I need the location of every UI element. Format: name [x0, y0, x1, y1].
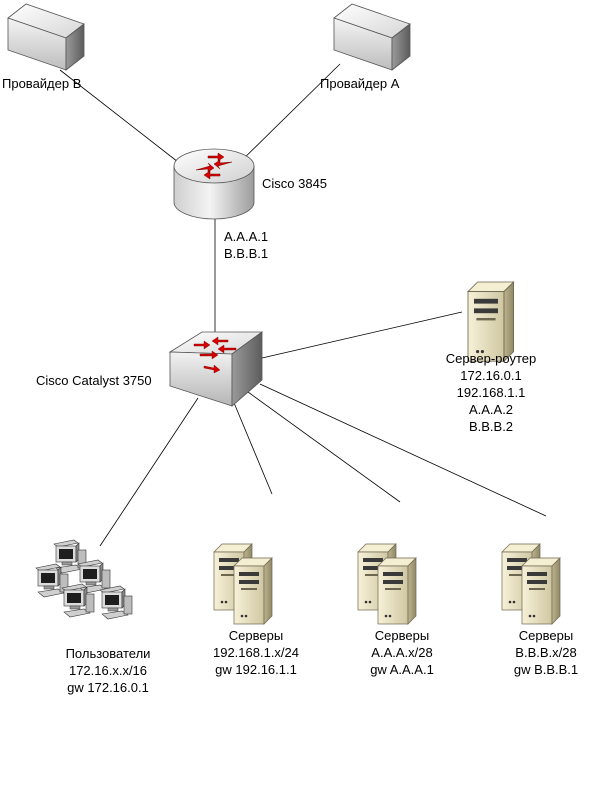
servers-2-network: A.A.A.x/28: [371, 645, 433, 660]
server-router-title: Сервер-роутер: [445, 351, 537, 366]
servers-1-title: Серверы: [228, 628, 284, 643]
switch-label: Cisco Catalyst 3750: [36, 373, 152, 388]
router-icon: [173, 148, 255, 220]
link-switch-users: [99, 397, 199, 547]
servers-1-network: 192.168.1.x/24: [212, 645, 300, 660]
servers-1-label: Серверы 192.168.1.x/24 gw 192.16.1.1: [213, 627, 299, 678]
servers-3-label: Серверы B.B.B.x/28 gw B.B.B.1: [514, 627, 578, 678]
provider-b-label: Провайдер В: [2, 76, 82, 91]
router-addresses: A.A.A.1 B.B.B.1: [224, 228, 268, 262]
server-router-ip-1: 172.16.0.1: [460, 368, 522, 383]
router-address-a: A.A.A.1: [224, 229, 269, 244]
switch-icon: [168, 331, 264, 407]
link-switch-servers-3: [259, 383, 547, 517]
servers-1-gateway: gw 192.16.1.1: [215, 662, 297, 677]
router-label: Cisco 3845: [262, 176, 328, 191]
servers-2-gateway: gw A.A.A.1: [370, 662, 434, 677]
link-switch-servers-2: [247, 391, 401, 503]
link-provider-a-router: [231, 63, 341, 171]
connections: [59, 63, 547, 547]
link-switch-server-router: [261, 311, 463, 359]
provider-b-device-icon: [7, 3, 85, 71]
users-workstations-icon: [35, 539, 133, 620]
server-router-ip-2: 192.168.1.1: [456, 385, 526, 400]
provider-a-device-icon: [333, 3, 411, 71]
servers-3-gateway: gw B.B.B.1: [513, 662, 579, 677]
server-router-label: Сервер-роутер 172.16.0.1 192.168.1.1 A.A…: [446, 350, 536, 435]
users-network: 172.16.x.x/16: [68, 663, 148, 678]
users-label: Пользователи 172.16.x.x/16 gw 172.16.0.1: [66, 645, 151, 696]
server-router-ip-4: B.B.B.2: [468, 419, 514, 434]
link-provider-b-router: [59, 69, 197, 177]
servers-3-network: B.B.B.x/28: [515, 645, 577, 660]
router-address-b: B.B.B.1: [224, 246, 269, 261]
servers-2-icon: [358, 544, 416, 624]
provider-a-label: Провайдер А: [320, 76, 400, 91]
users-title: Пользователи: [65, 646, 151, 661]
users-gateway: gw 172.16.0.1: [67, 680, 149, 695]
servers-2-label: Серверы A.A.A.x/28 gw A.A.A.1: [370, 627, 434, 678]
servers-2-title: Серверы: [374, 628, 430, 643]
servers-3-title: Серверы: [518, 628, 574, 643]
servers-3-icon: [502, 544, 560, 624]
servers-1-icon: [214, 544, 272, 624]
link-switch-servers-1: [231, 397, 273, 495]
server-router-ip-3: A.A.A.2: [468, 402, 514, 417]
